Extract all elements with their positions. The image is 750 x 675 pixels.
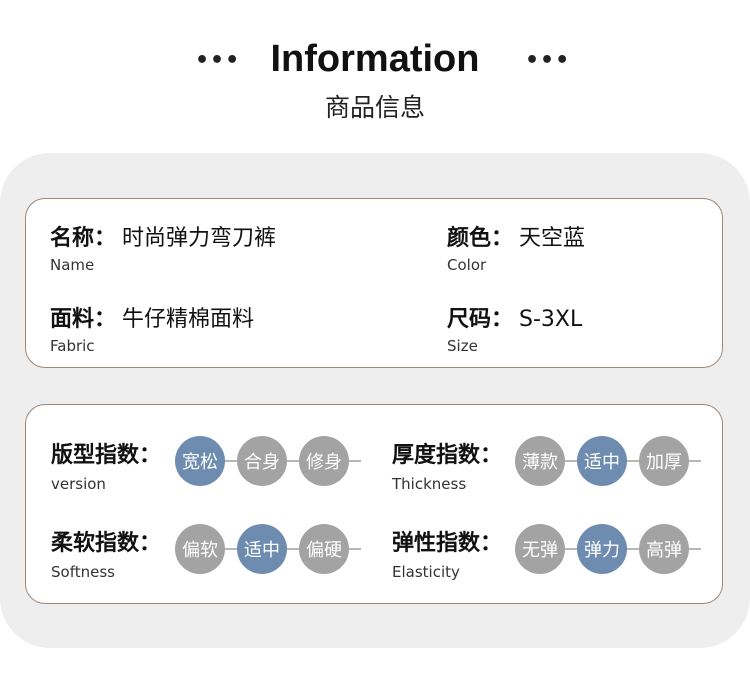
index-version-scale: 宽松 合身 修身	[175, 436, 361, 486]
header-dots-left: •••	[195, 48, 241, 73]
field-name: 名称：时尚弹力弯刀裤 Name	[50, 220, 276, 274]
field-size-value: S-3XL	[519, 307, 583, 332]
page-title: Information	[270, 38, 480, 80]
field-color-value: 天空蓝	[519, 226, 586, 251]
option-circle: 偏软	[175, 524, 225, 574]
index-version-en: version	[51, 475, 106, 493]
index-softness: 柔软指数： Softness	[51, 525, 161, 581]
field-color-en: Color	[447, 256, 487, 274]
page-subtitle: 商品信息	[324, 93, 425, 122]
field-size-label: 尺码：	[447, 307, 514, 332]
option-circle: 弹力	[577, 524, 627, 574]
index-version: 版型指数： version	[51, 437, 161, 493]
field-color-label: 颜色：	[447, 226, 514, 251]
option-circle: 宽松	[175, 436, 225, 486]
index-thickness-en: Thickness	[392, 475, 467, 493]
field-fabric-value: 牛仔精棉面料	[122, 307, 255, 332]
index-softness-label: 柔软指数：	[51, 531, 162, 556]
option-circle: 适中	[577, 436, 627, 486]
index-version-label: 版型指数：	[51, 443, 162, 468]
header-dots-right: •••	[525, 48, 571, 73]
index-elasticity-en: Elasticity	[392, 563, 460, 581]
field-size: 尺码：S-3XL Size	[447, 301, 582, 355]
field-fabric: 面料：牛仔精棉面料 Fabric	[50, 301, 254, 355]
index-thickness: 厚度指数： Thickness	[392, 437, 502, 493]
index-thickness-scale: 薄款 适中 加厚	[515, 436, 701, 486]
option-circle: 无弹	[515, 524, 565, 574]
option-circle: 适中	[237, 524, 287, 574]
index-softness-en: Softness	[51, 563, 115, 581]
index-elasticity-label: 弹性指数：	[392, 531, 503, 556]
basic-info-card	[25, 198, 723, 368]
option-circle: 修身	[299, 436, 349, 486]
field-fabric-label: 面料：	[50, 307, 117, 332]
option-circle: 加厚	[639, 436, 689, 486]
index-elasticity-scale: 无弹 弹力 高弹	[515, 524, 701, 574]
option-circle: 偏硬	[299, 524, 349, 574]
field-fabric-en: Fabric	[50, 337, 95, 355]
field-name-value: 时尚弹力弯刀裤	[122, 226, 277, 251]
index-thickness-label: 厚度指数：	[392, 443, 503, 468]
option-circle: 合身	[237, 436, 287, 486]
field-name-label: 名称：	[50, 226, 117, 251]
index-softness-scale: 偏软 适中 偏硬	[175, 524, 361, 574]
index-elasticity: 弹性指数： Elasticity	[392, 525, 502, 581]
field-color: 颜色：天空蓝 Color	[447, 220, 585, 274]
option-circle: 薄款	[515, 436, 565, 486]
option-circle: 高弹	[639, 524, 689, 574]
field-size-en: Size	[447, 337, 478, 355]
field-name-en: Name	[50, 256, 95, 274]
